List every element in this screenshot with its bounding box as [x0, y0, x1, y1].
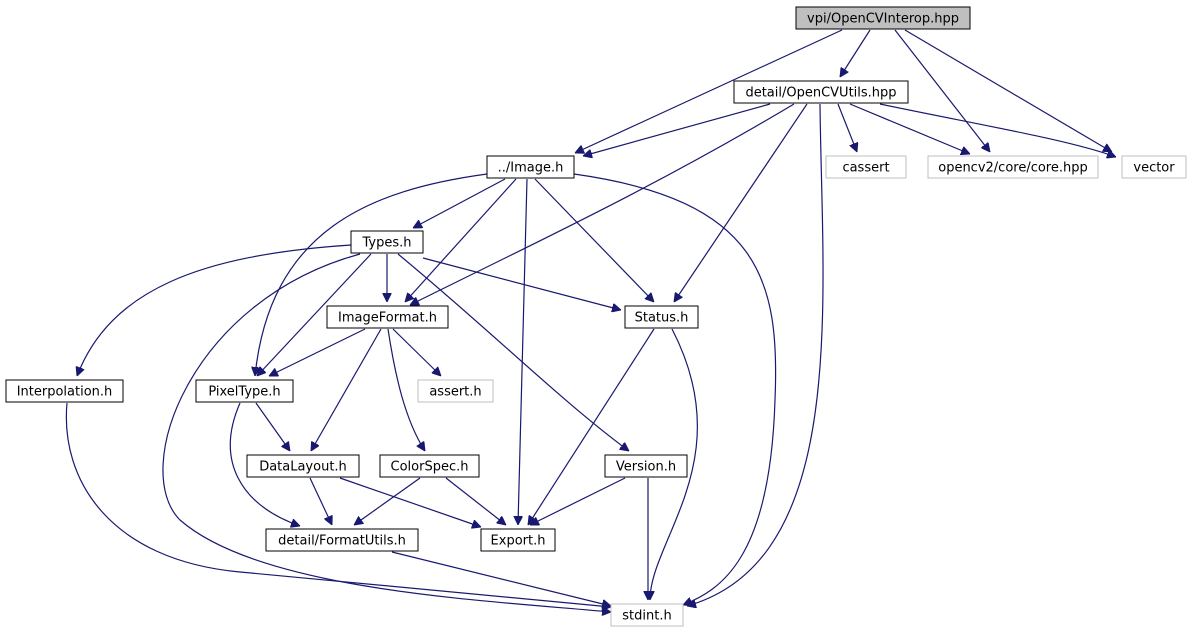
- node-box-utils: [733, 80, 909, 104]
- node-cassert: cassert: [825, 155, 907, 179]
- node-box-status: [624, 305, 699, 329]
- edge-image-to-stdint: [573, 173, 777, 605]
- node-version[interactable]: Version.h: [604, 454, 688, 478]
- edge-root-to-opencv: [894, 29, 990, 152]
- edge-imageformat-to-colorspec: [387, 328, 425, 451]
- node-label-status: Status.h: [635, 311, 689, 326]
- node-label-pixeltype: PixelType.h: [208, 385, 280, 400]
- node-label-interpolation: Interpolation.h: [17, 385, 113, 400]
- nodes-layer: vpi/OpenCVInterop.hpp detail/OpenCVUtils.…: [5, 6, 1187, 627]
- node-imageformat[interactable]: ImageFormat.h: [326, 305, 449, 329]
- edge-datalayout-to-formatutils: [309, 477, 332, 525]
- node-box-imageformat: [326, 305, 449, 329]
- node-box-colorspec: [379, 454, 480, 478]
- edge-image-to-imageformat: [405, 178, 517, 302]
- edge-image-to-status: [534, 178, 654, 302]
- node-box-types: [350, 230, 424, 254]
- node-status[interactable]: Status.h: [624, 305, 699, 329]
- edge-types-to-interpolation: [77, 244, 352, 376]
- node-label-formatutils: detail/FormatUtils.h: [278, 534, 406, 549]
- node-interpolation[interactable]: Interpolation.h: [5, 379, 124, 403]
- node-opencv: opencv2/core/core.hpp: [927, 155, 1099, 179]
- node-label-cassert: cassert: [842, 161, 889, 176]
- node-label-types: Types.h: [361, 236, 411, 251]
- edge-root-to-vector: [904, 29, 1112, 153]
- node-export[interactable]: Export.h: [480, 528, 556, 552]
- edge-types-to-stdint: [162, 253, 611, 612]
- edge-root-to-utils: [840, 29, 871, 77]
- edge-utils-to-imageformat: [410, 103, 795, 306]
- node-label-colorspec: ColorSpec.h: [391, 460, 469, 475]
- node-label-root: vpi/OpenCVInterop.hpp: [807, 12, 959, 27]
- edge-types-to-status: [422, 257, 621, 310]
- edge-status-to-export: [528, 328, 655, 525]
- node-label-opencv: opencv2/core/core.hpp: [938, 161, 1088, 176]
- node-box-export: [480, 528, 556, 552]
- node-label-version: Version.h: [616, 460, 676, 475]
- node-box-opencv: [927, 155, 1099, 179]
- edge-types-to-pixeltype: [257, 253, 372, 376]
- edge-utils-to-status: [674, 103, 808, 302]
- node-label-imageformat: ImageFormat.h: [338, 311, 437, 326]
- edge-image-to-export: [518, 178, 528, 525]
- edge-utils-to-cassert: [837, 103, 857, 152]
- edge-utils-to-stdint: [687, 103, 824, 606]
- node-label-datalayout: DataLayout.h: [259, 460, 347, 475]
- node-box-interpolation: [5, 379, 124, 403]
- node-datalayout[interactable]: DataLayout.h: [246, 454, 360, 478]
- node-box-asserth: [417, 379, 494, 403]
- node-label-utils: detail/OpenCVUtils.hpp: [745, 86, 896, 101]
- edge-formatutils-to-stdint: [391, 551, 611, 606]
- node-box-formatutils: [265, 528, 419, 552]
- node-box-cassert: [825, 155, 907, 179]
- node-box-image: [486, 155, 575, 179]
- edge-pixeltype-to-formatutils: [229, 402, 300, 526]
- node-colorspec[interactable]: ColorSpec.h: [379, 454, 480, 478]
- node-label-export: Export.h: [491, 534, 546, 549]
- node-formatutils[interactable]: detail/FormatUtils.h: [265, 528, 419, 552]
- node-label-image: ../Image.h: [498, 161, 564, 176]
- edge-imageformat-to-pixeltype: [269, 328, 366, 376]
- edge-interpolation-to-stdint: [65, 402, 611, 607]
- node-pixeltype[interactable]: PixelType.h: [195, 379, 294, 403]
- node-label-vector: vector: [1133, 161, 1175, 176]
- edges-layer: [65, 29, 1116, 612]
- node-utils[interactable]: detail/OpenCVUtils.hpp: [733, 80, 909, 104]
- node-asserth: assert.h: [417, 379, 494, 403]
- edge-status-to-stdint: [650, 328, 698, 600]
- node-vector: vector: [1121, 155, 1187, 179]
- node-box-root: [795, 6, 971, 30]
- edge-pixeltype-to-datalayout: [255, 402, 290, 451]
- node-stdint: stdint.h: [610, 603, 684, 627]
- edge-colorspec-to-formatutils: [354, 477, 421, 525]
- edge-imageformat-to-datalayout: [310, 328, 382, 451]
- node-box-version: [604, 454, 688, 478]
- edge-imageformat-to-asserth: [392, 328, 441, 376]
- edge-utils-to-image: [583, 103, 771, 156]
- edge-utils-to-opencv: [849, 103, 970, 154]
- edge-types-to-version: [397, 253, 629, 451]
- node-box-datalayout: [246, 454, 360, 478]
- node-label-asserth: assert.h: [429, 385, 481, 400]
- edge-image-to-types: [413, 178, 506, 229]
- node-image[interactable]: ../Image.h: [486, 155, 575, 179]
- node-box-vector: [1121, 155, 1187, 179]
- node-box-stdint: [610, 603, 684, 627]
- edge-datalayout-to-export: [339, 477, 481, 527]
- node-label-stdint: stdint.h: [622, 609, 671, 624]
- node-types[interactable]: Types.h: [350, 230, 424, 254]
- edge-image-to-pixeltype: [255, 173, 488, 376]
- edge-root-to-image: [575, 29, 843, 153]
- node-root: vpi/OpenCVInterop.hpp: [795, 6, 971, 30]
- edge-utils-to-vector: [879, 103, 1116, 157]
- node-box-pixeltype: [195, 379, 294, 403]
- edge-version-to-export: [530, 477, 626, 526]
- edge-colorspec-to-export: [445, 477, 506, 525]
